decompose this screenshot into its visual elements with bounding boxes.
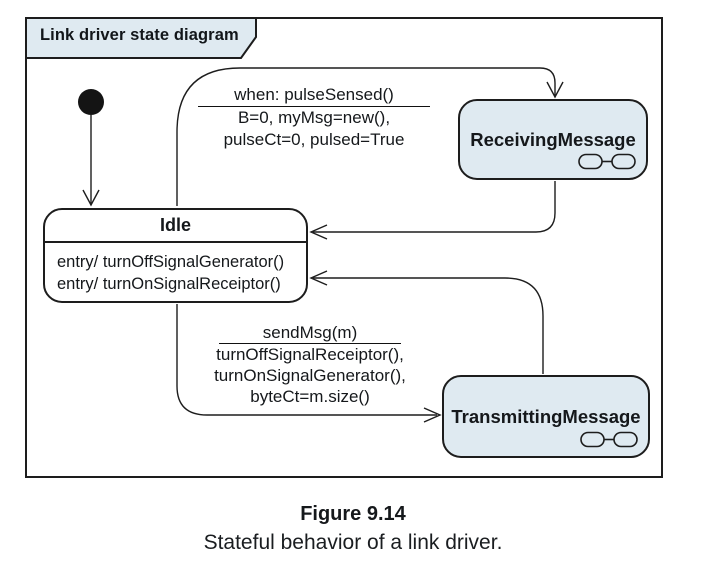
composite-state-icon <box>578 153 636 170</box>
state-transmitting-name: TransmittingMessage <box>451 405 641 427</box>
figure-caption: Figure 9.14 Stateful behavior of a link … <box>8 501 698 557</box>
transition-idle-to-receiving <box>176 67 556 206</box>
state-idle: Idle entry/ turnOffSignalGenerator() ent… <box>43 208 308 303</box>
arrowhead-icon <box>309 270 328 286</box>
frame-title: Link driver state diagram <box>40 26 239 44</box>
transition-idle-to-transmitting <box>176 304 437 416</box>
transition-event: when: pulseSensed() <box>198 84 430 107</box>
arrowhead-icon <box>423 407 442 423</box>
transition-action: B=0, myMsg=new(), <box>237 108 391 127</box>
transition-action: byteCt=m.size() <box>250 387 370 406</box>
caption-subtitle: Stateful behavior of a link driver. <box>203 531 503 554</box>
state-idle-name: Idle <box>45 210 306 243</box>
frame-label-tab <box>25 17 257 59</box>
transition-action: turnOffSignalReceiptor(), <box>216 345 404 364</box>
arrowhead-icon <box>546 81 564 99</box>
idle-entry-action: entry/ turnOffSignalGenerator() <box>57 253 285 271</box>
state-receiving-message: ReceivingMessage <box>458 99 648 180</box>
arrowhead-icon <box>82 189 100 207</box>
state-transmitting-message: TransmittingMessage <box>442 375 650 458</box>
transition-label-receiving: when: pulseSensed() B=0, myMsg=new(), pu… <box>197 84 431 151</box>
transition-action: pulseCt=0, pulsed=True <box>223 130 405 149</box>
transition-event: sendMsg(m) <box>218 322 402 344</box>
caption-title: Figure 9.14 <box>300 503 406 525</box>
idle-entry-action: entry/ turnOnSignalReceiptor() <box>57 275 281 293</box>
state-receiving-name: ReceivingMessage <box>470 128 636 150</box>
composite-state-icon <box>580 431 638 448</box>
transition-transmitting-to-idle <box>313 277 544 374</box>
transition-label-transmitting: sendMsg(m) turnOffSignalReceiptor(), tur… <box>200 322 420 407</box>
transition-action: turnOnSignalGenerator(), <box>214 366 406 385</box>
initial-state-icon <box>78 89 104 115</box>
arrowhead-icon <box>309 224 328 240</box>
transition-receiving-to-idle <box>313 181 556 233</box>
